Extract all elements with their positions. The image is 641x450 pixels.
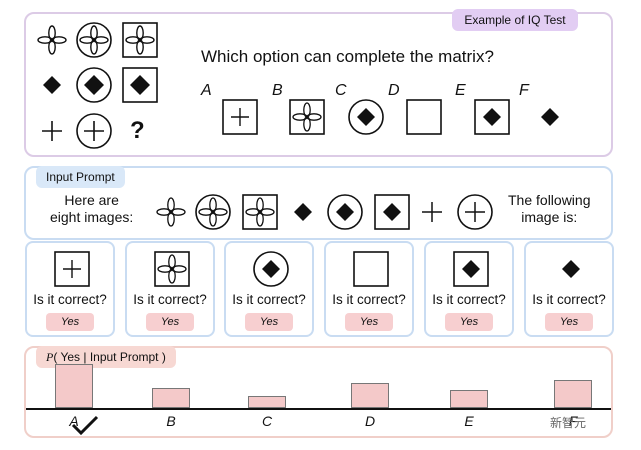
candidate-question: Is it correct? <box>432 292 506 307</box>
candidate-cell <box>125 241 215 337</box>
clover-in-square-icon <box>289 99 325 135</box>
prompt-intro-line1: Here are <box>64 192 119 208</box>
matrix-grid <box>37 22 158 149</box>
empty-square-icon <box>406 99 442 135</box>
plus-in-circle-icon <box>457 194 493 230</box>
iq-test-tag: Example of IQ Test <box>452 9 578 31</box>
empty-square-icon <box>353 251 389 287</box>
clover-icon <box>156 197 186 227</box>
candidate-question: Is it correct? <box>232 292 306 307</box>
option-letter-d: D <box>388 82 400 99</box>
diamond-icon <box>541 108 559 126</box>
diamond-in-square-icon <box>122 67 158 103</box>
plus-icon <box>42 121 62 141</box>
bar-label-e: E <box>464 413 474 429</box>
bar-label-a: A <box>69 413 79 429</box>
input-prompt-panel <box>24 166 613 240</box>
bar-c <box>248 395 286 408</box>
clover-icon <box>37 25 67 55</box>
prompt-outro-line2: image is: <box>521 209 578 225</box>
option-letter-a: A <box>201 82 212 99</box>
candidate-question: Is it correct? <box>532 292 606 307</box>
plus-in-circle-icon <box>76 113 112 149</box>
candidate-cell <box>224 241 314 337</box>
candidate-question: Is it correct? <box>33 292 107 307</box>
bar-a <box>55 364 93 408</box>
option-letter-c: C <box>335 82 347 99</box>
input-prompt-tag: Input Prompt <box>36 166 125 188</box>
plus-in-square-icon <box>222 99 258 135</box>
clover-in-circle-icon <box>76 22 112 58</box>
candidate-cell <box>25 241 115 337</box>
watermark: 新智元 <box>550 416 587 430</box>
iq-question: Which option can complete the matrix? <box>201 47 494 66</box>
clover-in-circle-icon <box>195 194 231 230</box>
missing-cell-question-mark: ? <box>130 117 145 144</box>
diamond-in-circle-icon <box>253 251 289 287</box>
bar-label-c: C <box>261 413 273 429</box>
diamond-in-circle-icon <box>348 99 384 135</box>
yes-badge: Yes <box>146 313 194 331</box>
prompt-images-row <box>156 194 493 230</box>
chart-baseline <box>26 408 611 410</box>
diamond-in-square-icon <box>474 99 510 135</box>
candidate-question: Is it correct? <box>332 292 406 307</box>
bar-label-d: D <box>364 413 376 429</box>
option-letter-f: F <box>519 82 529 99</box>
yes-badge: Yes <box>245 313 293 331</box>
prompt-outro: The following image is: <box>508 192 591 226</box>
options-row <box>222 99 559 135</box>
diamond-icon <box>43 76 61 94</box>
probability-tag: P( Yes | Input Prompt ) <box>36 346 176 368</box>
prompt-outro-line1: The following <box>508 192 591 208</box>
clover-in-square-icon <box>154 251 190 287</box>
yes-badge: Yes <box>545 313 593 331</box>
diamond-in-circle-icon <box>327 194 363 230</box>
candidate-cell <box>524 241 614 337</box>
diamond-icon <box>294 203 312 221</box>
plus-in-square-icon <box>54 251 90 287</box>
yes-badge: Yes <box>445 313 493 331</box>
bar-label-f: F <box>568 413 578 429</box>
diamond-in-square-icon <box>453 251 489 287</box>
iq-test-panel <box>24 12 613 157</box>
option-letter-b: B <box>272 82 283 99</box>
probability-p: P <box>46 350 54 364</box>
clover-in-square-icon <box>242 194 278 230</box>
probability-condition: ( Yes | Input Prompt ) <box>53 350 166 364</box>
prompt-intro-line2: eight images: <box>50 209 134 225</box>
bar-b <box>152 388 190 408</box>
bar-f <box>554 379 592 408</box>
yes-badge: Yes <box>46 313 94 331</box>
candidate-cell <box>324 241 414 337</box>
bar-e <box>450 390 488 408</box>
diamond-icon <box>562 260 580 278</box>
option-letter-e: E <box>455 82 466 99</box>
yes-badge: Yes <box>345 313 393 331</box>
plus-icon <box>422 202 442 222</box>
prompt-intro: Here are eight images: <box>50 192 133 226</box>
diamond-in-square-icon <box>374 194 410 230</box>
checkmark-icon <box>71 415 99 436</box>
bar-d <box>351 383 389 408</box>
probability-panel <box>24 346 613 438</box>
clover-in-square-icon <box>122 22 158 58</box>
diamond-in-circle-icon <box>76 67 112 103</box>
candidate-question: Is it correct? <box>133 292 207 307</box>
bar-label-b: B <box>166 413 176 429</box>
candidate-cell <box>424 241 514 337</box>
